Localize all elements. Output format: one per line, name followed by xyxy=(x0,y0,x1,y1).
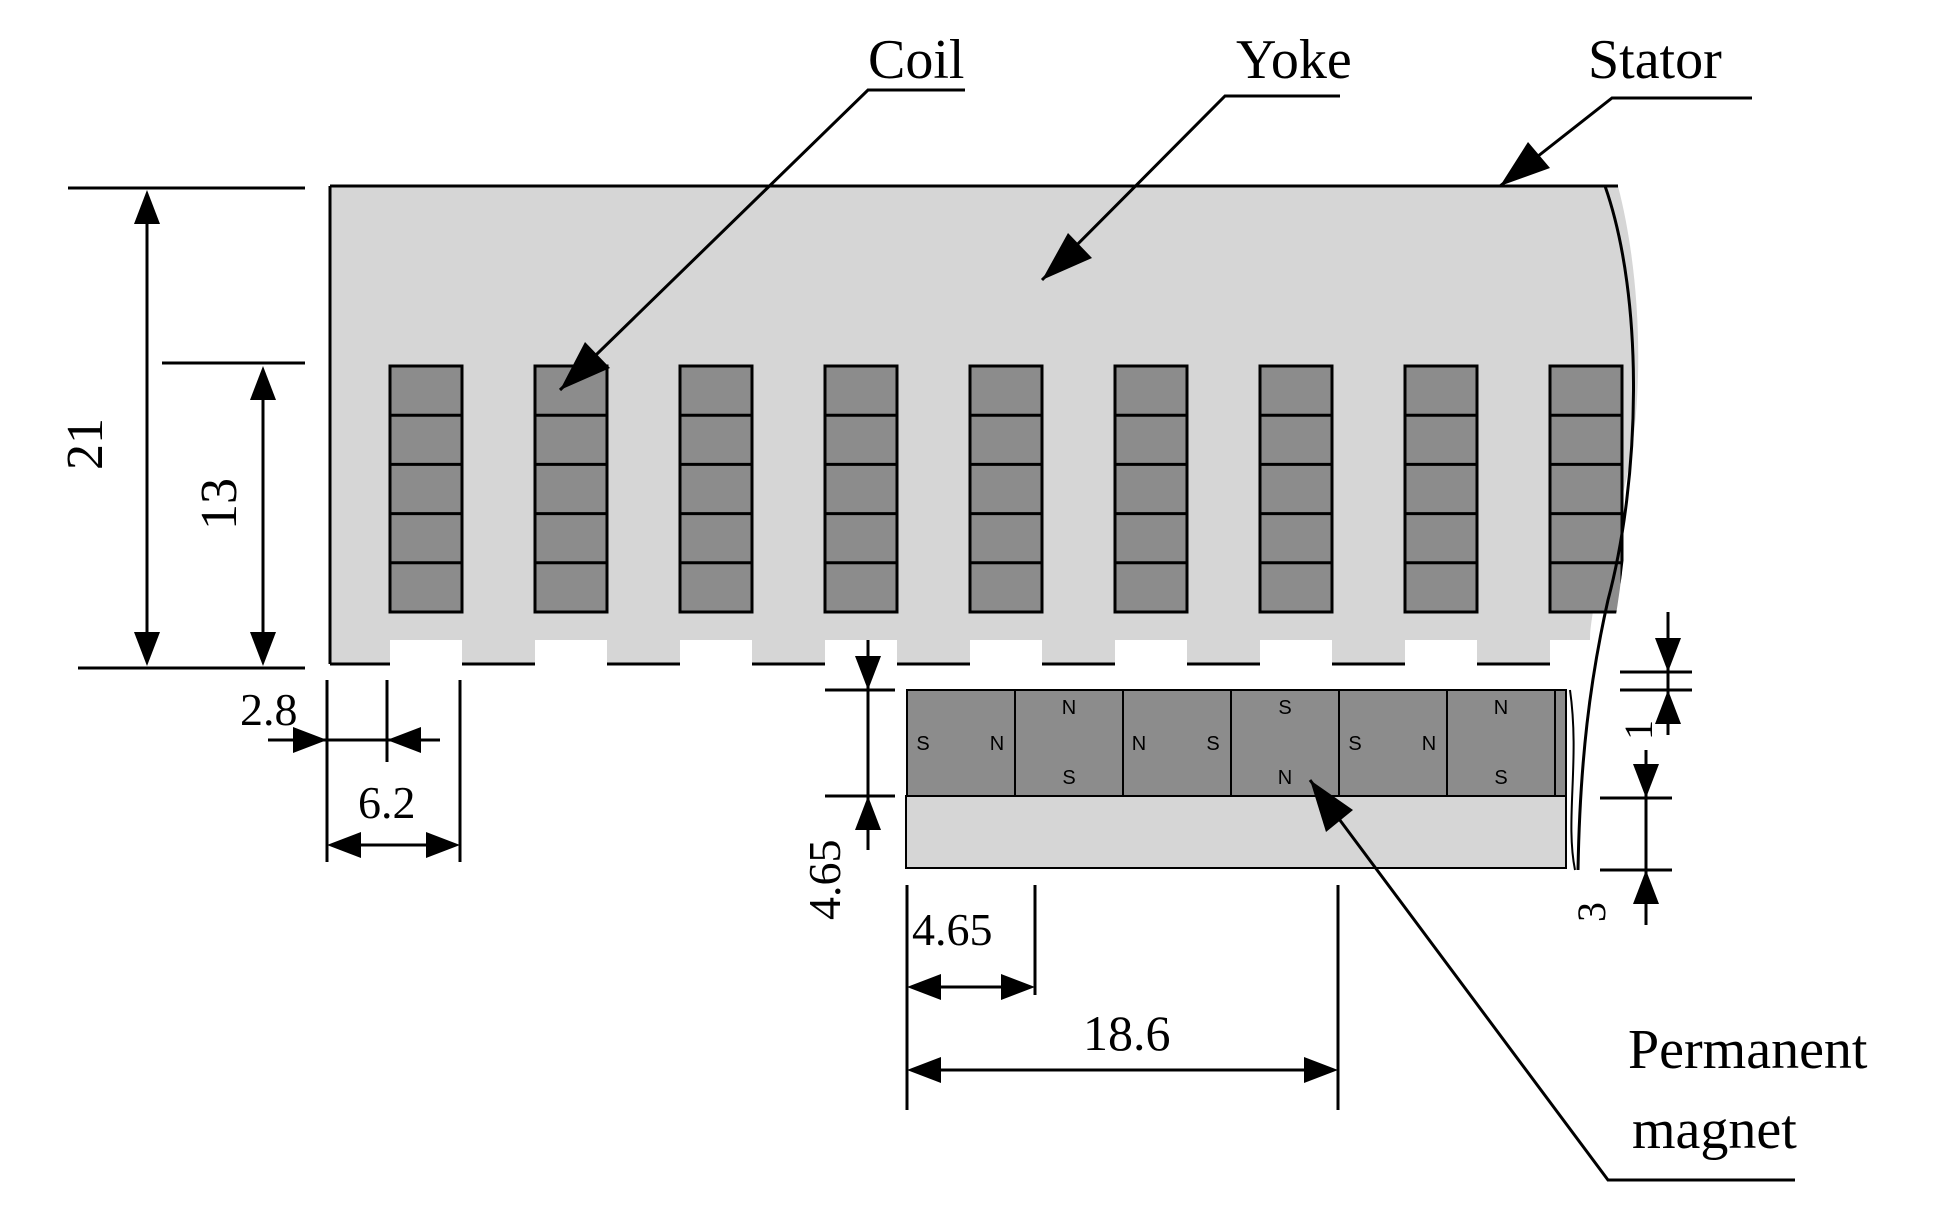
coil-block xyxy=(678,364,754,614)
stator-label: Stator xyxy=(1588,29,1722,91)
magnet-pole-right: N xyxy=(990,733,1004,755)
dim-2-8-value: 2.8 xyxy=(240,684,298,735)
coil-block xyxy=(1113,364,1189,614)
magnet-body xyxy=(1230,689,1340,797)
coil-block xyxy=(388,364,464,614)
dim-1-arrow-bottom xyxy=(1655,690,1681,724)
stator-slots xyxy=(388,364,1624,614)
dim-18-6-arrow-right xyxy=(1304,1057,1338,1083)
coil-block xyxy=(533,364,609,614)
coil-block xyxy=(968,364,1044,614)
magnet-body xyxy=(1122,689,1232,797)
leader-arrowheads xyxy=(560,142,1550,832)
stator-slot xyxy=(1403,364,1479,614)
dim-4-65h-arrow-left xyxy=(907,974,941,1000)
magnet-block-partial xyxy=(1554,689,1567,797)
dim-18-6-value: 18.6 xyxy=(1083,1005,1171,1061)
stator-slot xyxy=(1548,364,1624,614)
dim-21-arrow-top xyxy=(134,190,160,224)
coil-block xyxy=(1403,364,1479,614)
dim-21-value: 21 xyxy=(57,418,114,470)
coil-block xyxy=(823,364,899,614)
dim-3-arrow-bottom xyxy=(1633,870,1659,904)
dim-21-arrow-bottom xyxy=(134,632,160,666)
stator-slot xyxy=(533,364,609,614)
dim-4-65h-arrow-right xyxy=(1001,974,1035,1000)
dim-2-8-arrow-left xyxy=(293,727,327,753)
stator-leader xyxy=(1499,96,1752,188)
dim-3-arrow-top xyxy=(1633,764,1659,798)
stator-break-line xyxy=(1576,185,1635,871)
stator-slot xyxy=(1113,364,1189,614)
magnet-pole-bottom: N xyxy=(1278,767,1292,789)
magnet-body xyxy=(1446,689,1556,797)
magnet-body xyxy=(1338,689,1448,797)
stator-slot xyxy=(968,364,1044,614)
dim-1-arrow-top xyxy=(1655,638,1681,672)
dim-6-2-arrow-right xyxy=(426,832,460,858)
magnet-pole-left: N xyxy=(1132,733,1146,755)
magnet-pole-left: S xyxy=(916,733,929,755)
coil-arrowhead xyxy=(560,342,610,390)
dim-4-65v-arrow-top xyxy=(855,656,881,690)
magnet-block: NS xyxy=(1446,689,1556,797)
dim-13-arrow-bottom xyxy=(250,632,276,666)
dim-4-65h-value: 4.65 xyxy=(912,904,993,955)
stator-slot xyxy=(823,364,899,614)
magnet-pole-bottom: S xyxy=(1062,767,1075,789)
dimension-arrowheads xyxy=(134,190,1681,1083)
coil-label: Coil xyxy=(868,29,964,91)
magnet-block: SN xyxy=(1230,689,1340,797)
magnet-pole-right: N xyxy=(1422,733,1436,755)
dim-18-6-arrow-left xyxy=(907,1057,941,1083)
coil-block xyxy=(1258,364,1334,614)
yoke-leader xyxy=(1040,94,1340,282)
magnet-leader xyxy=(1308,779,1795,1182)
mover-break-line xyxy=(1569,689,1576,871)
dim-6-2-arrow-left xyxy=(327,832,361,858)
magnet-body xyxy=(906,689,1016,797)
mover-back-iron xyxy=(905,795,1567,869)
dim-13-arrow-top xyxy=(250,366,276,400)
dimension-lines xyxy=(68,186,1692,1110)
dim-3-value: 3 xyxy=(1569,902,1614,922)
coil-leader xyxy=(558,88,965,392)
magnet-arrowhead xyxy=(1310,780,1353,832)
dim-1-value: 1 xyxy=(1616,720,1661,740)
dim-4-65v-value: 4.65 xyxy=(799,840,850,921)
magnet-pole-top: N xyxy=(1494,697,1508,719)
dim-2-8-arrow-right xyxy=(387,727,421,753)
magnet-pole-top: N xyxy=(1062,697,1076,719)
stator-slot xyxy=(678,364,754,614)
permanent-label: Permanent xyxy=(1628,1019,1868,1081)
dim-4-65v-arrow-bottom xyxy=(855,796,881,830)
magnet-label: magnet xyxy=(1632,1099,1797,1161)
magnet-pole-top: S xyxy=(1278,697,1291,719)
stator-slot xyxy=(388,364,464,614)
coil-block xyxy=(1548,364,1624,614)
magnet-block: NS xyxy=(1014,689,1124,797)
dim-6-2-value: 6.2 xyxy=(358,777,416,828)
yoke-label: Yoke xyxy=(1236,29,1352,91)
stator-slot xyxy=(1258,364,1334,614)
yoke-arrowhead xyxy=(1042,233,1092,280)
dim-13-value: 13 xyxy=(191,478,248,530)
magnet-pole-right: S xyxy=(1206,733,1219,755)
magnet-pole-bottom: S xyxy=(1494,767,1507,789)
stator-arrowhead xyxy=(1500,142,1550,186)
magnet-pole-left: S xyxy=(1348,733,1361,755)
